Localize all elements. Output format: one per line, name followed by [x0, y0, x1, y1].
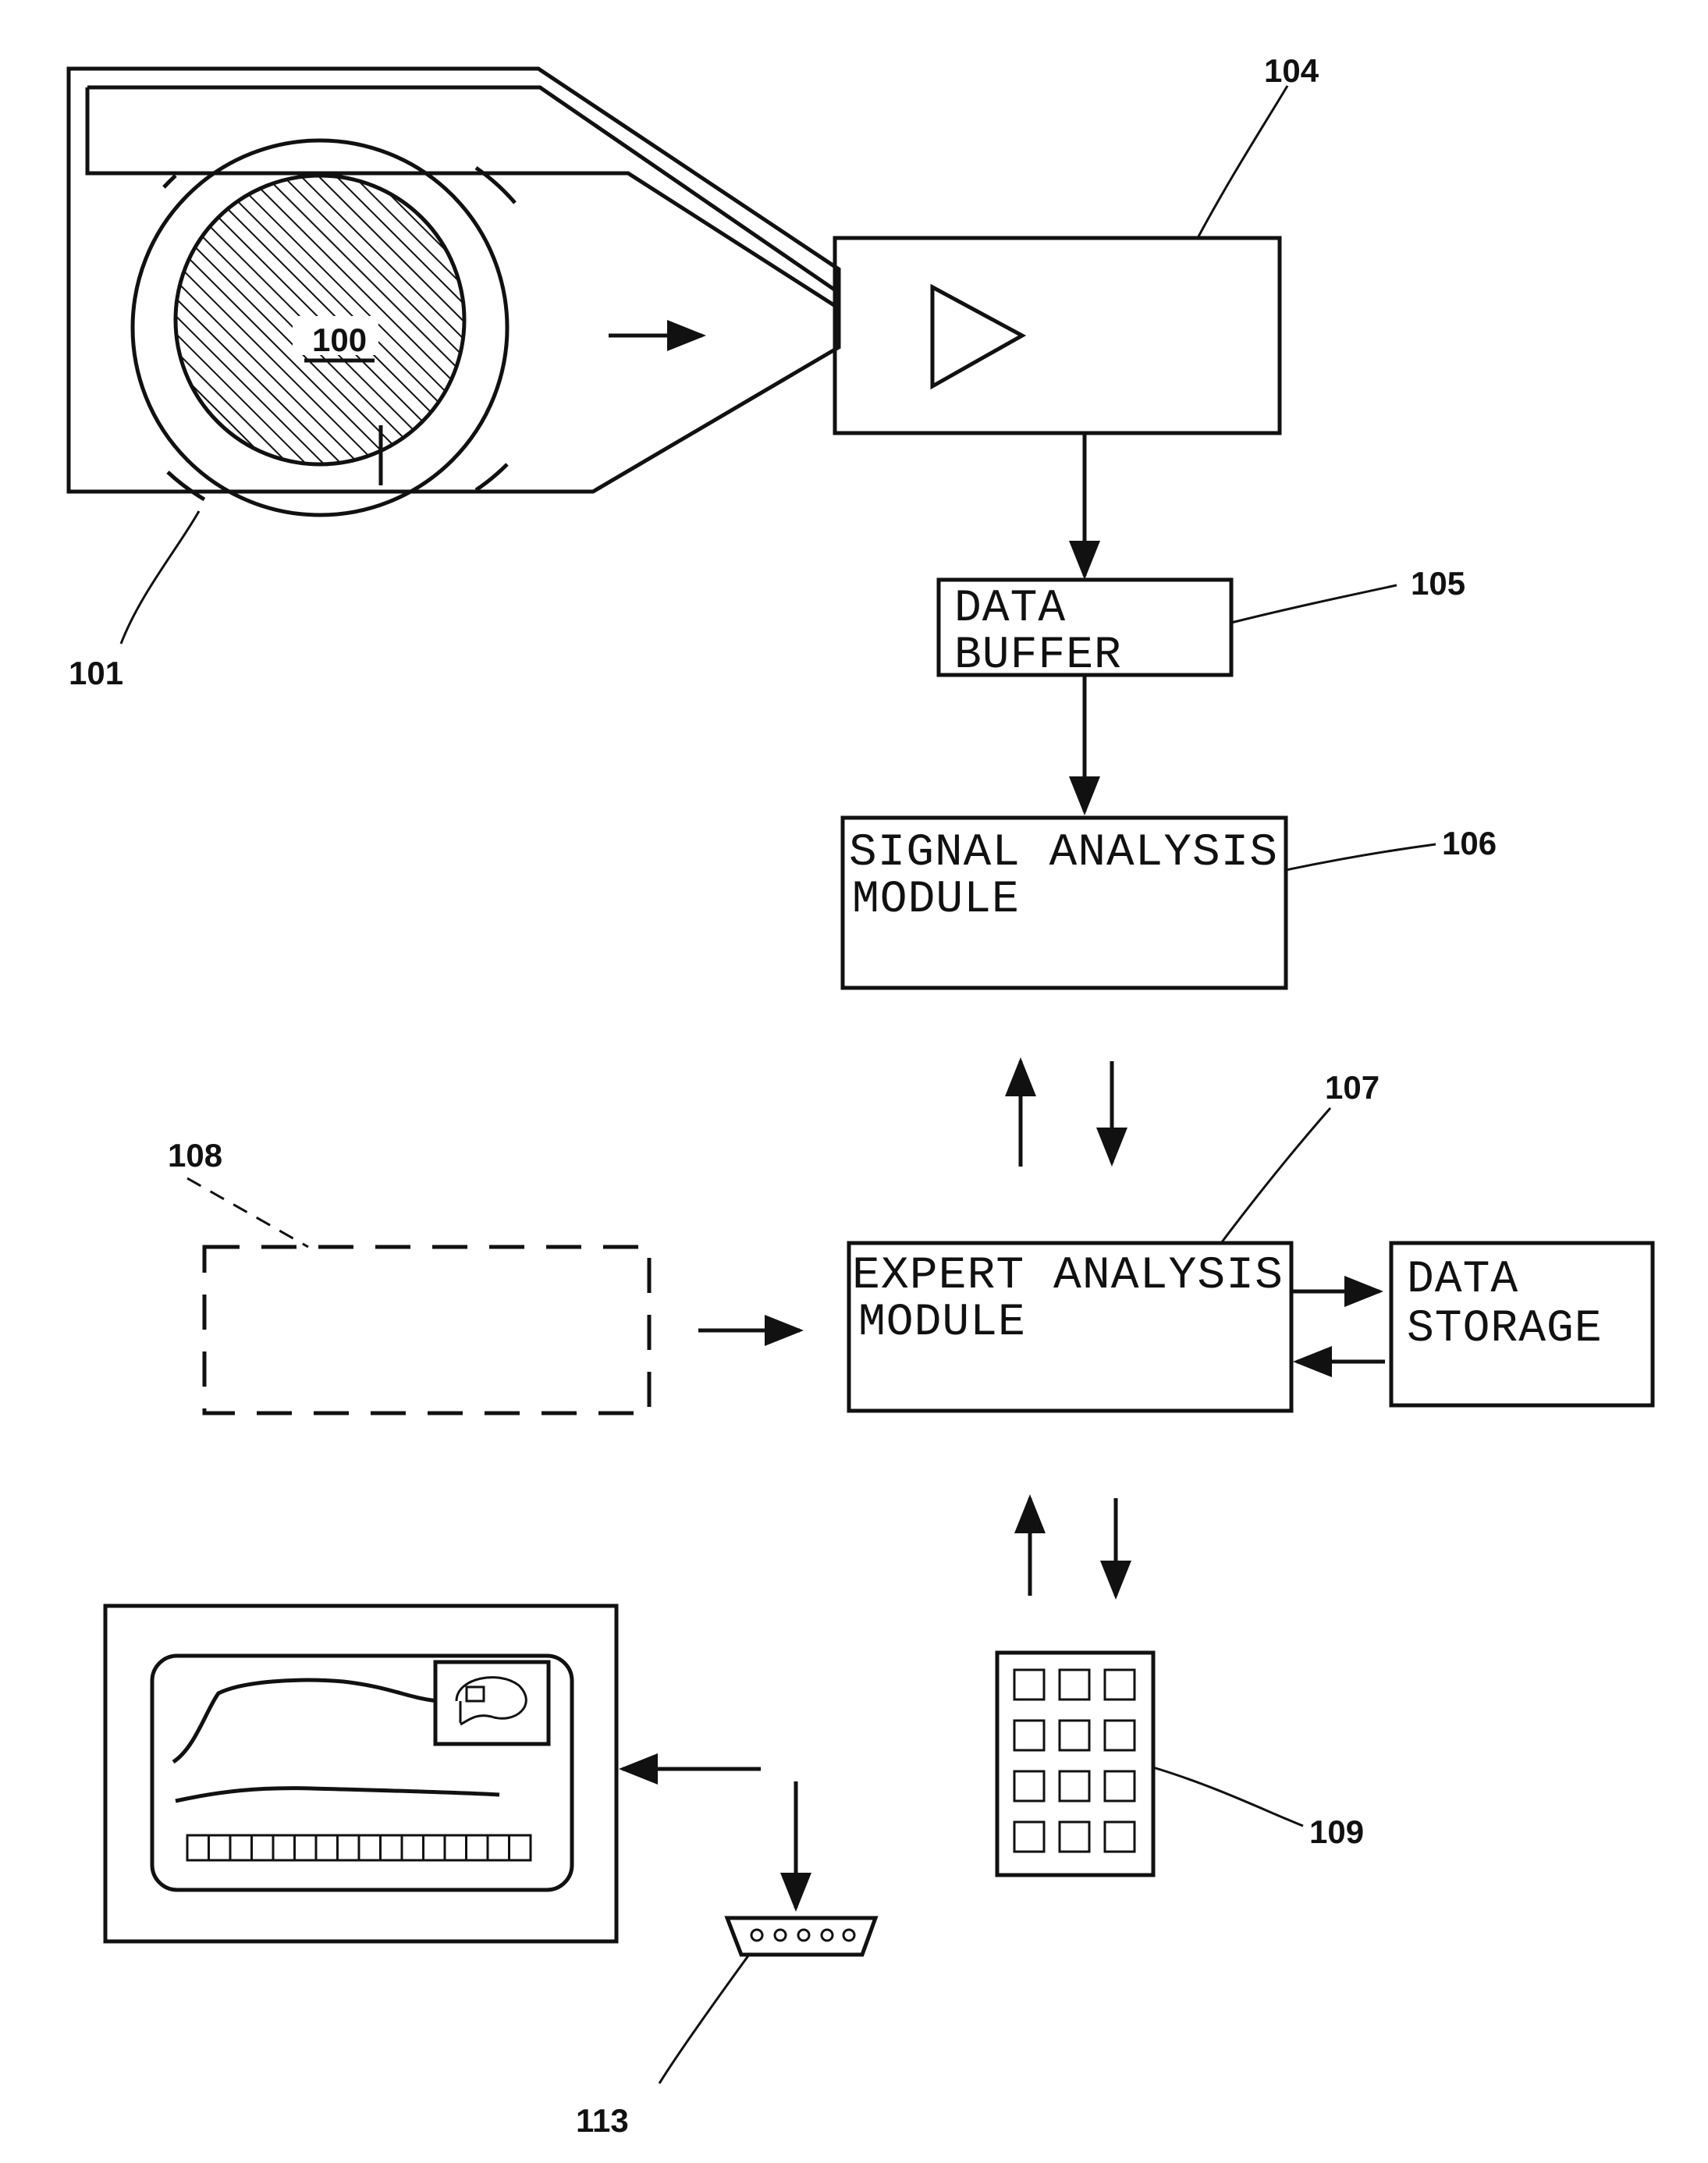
- keypad-key: [1014, 1670, 1044, 1700]
- ref-101: 101: [69, 655, 123, 691]
- ref-104: 104: [1264, 52, 1319, 89]
- data-buffer-label-1: DATA: [954, 584, 1066, 634]
- leader-106: [1286, 844, 1436, 870]
- expert-analysis-label-2: MODULE: [858, 1298, 1026, 1348]
- ref-100: 100: [312, 321, 367, 358]
- leader-104: [1198, 86, 1287, 238]
- keypad-key: [1105, 1670, 1135, 1700]
- leader-108: [187, 1178, 308, 1247]
- keypad-keys: [1014, 1670, 1135, 1852]
- keypad-key: [1014, 1822, 1044, 1852]
- leader-109: [1153, 1767, 1303, 1826]
- keypad: [997, 1653, 1303, 1875]
- ref-108: 108: [168, 1137, 222, 1174]
- keypad-key: [1105, 1721, 1135, 1750]
- ref-106: 106: [1442, 825, 1497, 861]
- ref-109: 109: [1309, 1813, 1364, 1850]
- ref-107: 107: [1325, 1069, 1380, 1106]
- amplifier-symbol-icon: [932, 287, 1022, 386]
- ref-105: 105: [1411, 565, 1465, 602]
- signal-analysis-label-2: MODULE: [852, 875, 1020, 925]
- leader-101: [121, 511, 199, 644]
- keypad-key: [1014, 1721, 1044, 1750]
- keypad-key: [1060, 1670, 1089, 1700]
- keypad-key: [1060, 1822, 1089, 1852]
- signal-analysis-label-1: SIGNAL ANALYSIS: [849, 828, 1278, 879]
- expert-analysis-label-1: EXPERT ANALYSIS: [852, 1251, 1284, 1302]
- keypad-key: [1060, 1771, 1089, 1801]
- keypad-key: [1105, 1822, 1135, 1852]
- trace-upper: [173, 1680, 437, 1762]
- data-storage-label-1: DATA: [1407, 1255, 1518, 1305]
- optional-input-box: [187, 1178, 649, 1413]
- sensor-housing: [69, 69, 839, 644]
- keypad-key: [1014, 1771, 1044, 1801]
- segment-bar: [187, 1835, 531, 1860]
- output-connector: [659, 1918, 875, 2083]
- keypad-key: [1060, 1721, 1089, 1750]
- leader-107: [1221, 1108, 1330, 1243]
- data-storage-label-2: STORAGE: [1407, 1304, 1603, 1355]
- data-buffer-label-2: BUFFER: [954, 630, 1122, 681]
- leader-113: [659, 1955, 749, 2083]
- leader-105: [1231, 585, 1397, 623]
- ref-113: 113: [576, 2102, 629, 2139]
- keypad-key: [1105, 1771, 1135, 1801]
- trace-lower: [176, 1788, 499, 1801]
- image-inset: [435, 1662, 549, 1744]
- amplifier-box: [835, 86, 1287, 433]
- display-monitor: [105, 1606, 616, 1941]
